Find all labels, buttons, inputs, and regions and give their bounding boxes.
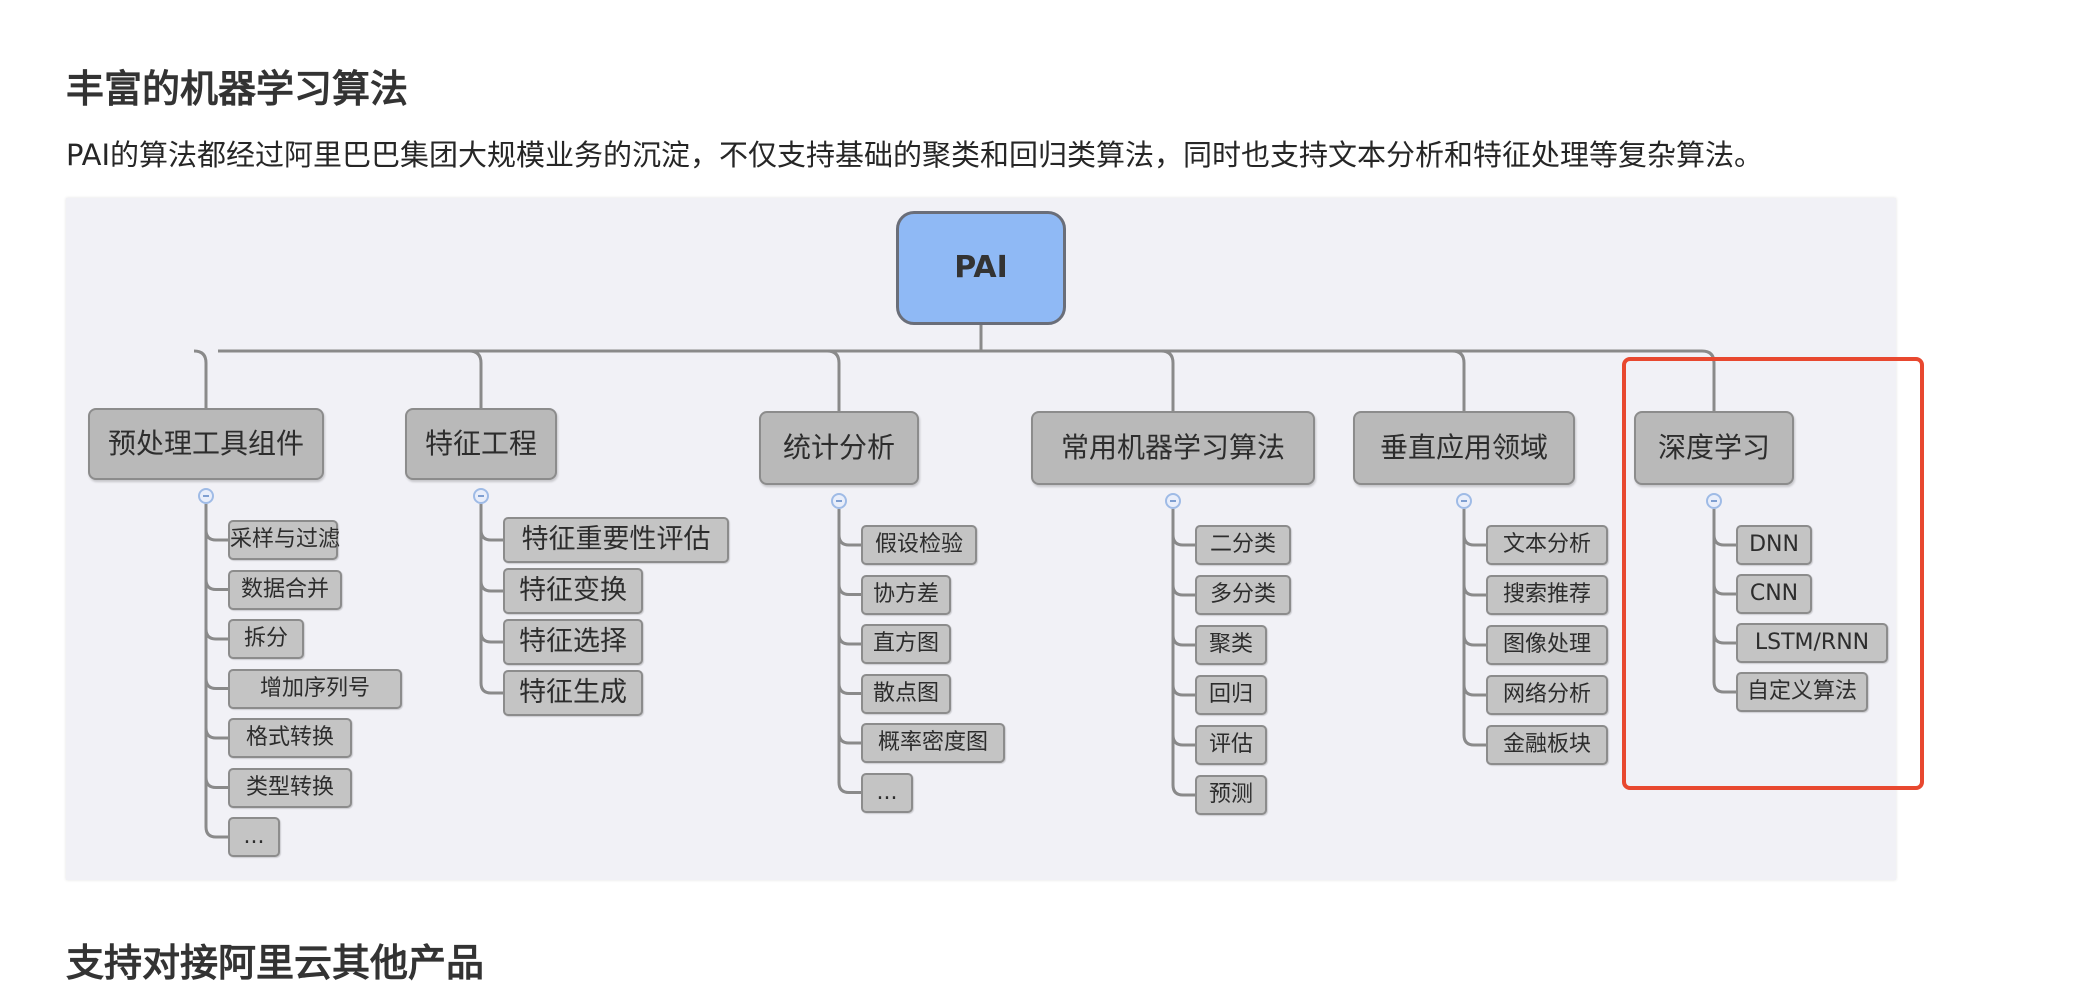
leaf-node: 概率密度图 xyxy=(861,723,1005,763)
leaf-node: 网络分析 xyxy=(1486,675,1608,715)
leaf-node: 文本分析 xyxy=(1486,525,1608,565)
category-node: 预处理工具组件 xyxy=(88,408,324,480)
leaf-node: 特征选择 xyxy=(503,619,643,665)
leaf-node: 数据合并 xyxy=(228,569,342,610)
leaf-node: 多分类 xyxy=(1195,575,1291,615)
leaf-node: 特征生成 xyxy=(503,670,643,716)
collapse-toggle-icon[interactable] xyxy=(1706,493,1722,509)
branch-connector xyxy=(826,349,841,411)
child-connector xyxy=(479,682,503,695)
section-description: PAI的算法都经过阿里巴巴集团大规模业务的沉淀，不仅支持基础的聚类和回归类算法，… xyxy=(66,138,1764,172)
child-connector xyxy=(1462,584,1486,597)
next-section-title: 支持对接阿里云其他产品 xyxy=(66,941,485,985)
child-connector xyxy=(204,678,228,690)
child-connector xyxy=(204,579,228,591)
child-connector xyxy=(204,777,228,789)
leaf-node: ... xyxy=(228,817,280,857)
leaf-node: 特征重要性评估 xyxy=(503,517,729,563)
child-connector xyxy=(479,580,503,593)
leaf-node: 图像处理 xyxy=(1486,625,1608,665)
child-connector xyxy=(204,529,228,542)
child-connector xyxy=(1462,684,1486,697)
child-connector xyxy=(204,826,228,839)
leaf-node: 自定义算法 xyxy=(1736,672,1868,712)
collapse-toggle-icon[interactable] xyxy=(198,488,214,504)
child-connector xyxy=(837,534,861,547)
category-node: 深度学习 xyxy=(1634,411,1794,485)
leaf-node: CNN xyxy=(1736,574,1812,614)
collapse-toggle-icon[interactable] xyxy=(473,488,489,504)
leaf-node: 预测 xyxy=(1195,775,1267,815)
child-connector xyxy=(204,628,228,641)
child-connector xyxy=(204,727,228,740)
child-connector xyxy=(837,633,861,646)
leaf-node: 金融板块 xyxy=(1486,725,1608,765)
leaf-node: 聚类 xyxy=(1195,625,1267,665)
child-connector xyxy=(1462,734,1486,747)
child-connector xyxy=(479,529,503,542)
leaf-node: 直方图 xyxy=(861,624,951,664)
leaf-node: 回归 xyxy=(1195,675,1267,715)
leaf-node: 搜索推荐 xyxy=(1486,575,1608,615)
leaf-node: 二分类 xyxy=(1195,525,1291,565)
collapse-toggle-icon[interactable] xyxy=(1165,493,1181,509)
child-connector xyxy=(837,584,861,596)
category-node: 特征工程 xyxy=(405,408,557,480)
leaf-node: DNN xyxy=(1736,525,1812,565)
highlight-box-deep-learning xyxy=(1622,357,1924,790)
child-connector xyxy=(1171,784,1195,797)
branch-connector xyxy=(1701,349,1716,411)
child-connector xyxy=(837,683,861,695)
root-node-pai: PAI xyxy=(896,211,1066,325)
child-connector xyxy=(1171,634,1195,647)
child-connector xyxy=(1171,684,1195,697)
collapse-toggle-icon[interactable] xyxy=(1456,493,1472,509)
leaf-node: 采样与过滤 xyxy=(228,520,340,560)
category-node: 垂直应用领域 xyxy=(1353,411,1575,485)
child-connector xyxy=(1171,534,1195,547)
child-connector xyxy=(1712,681,1736,694)
collapse-toggle-icon[interactable] xyxy=(831,493,847,509)
child-connector xyxy=(1712,583,1736,596)
branch-connector xyxy=(1451,349,1466,411)
branch-connector xyxy=(193,349,208,408)
child-connector xyxy=(1171,734,1195,747)
leaf-node: 增加序列号 xyxy=(228,668,402,709)
leaf-node: 类型转换 xyxy=(228,767,352,808)
child-connector xyxy=(1712,534,1736,547)
child-connector xyxy=(837,782,861,794)
branch-connector xyxy=(468,349,483,408)
leaf-node: 散点图 xyxy=(861,673,951,714)
category-node: 统计分析 xyxy=(759,411,919,485)
leaf-node: 协方差 xyxy=(861,574,951,615)
pai-algorithm-diagram: PAI 预处理工具组件采样与过滤数据合并拆分增加序列号格式转换类型转换... 特征… xyxy=(66,198,1896,880)
leaf-node: LSTM/RNN xyxy=(1736,623,1888,663)
category-node: 常用机器学习算法 xyxy=(1031,411,1315,485)
section-title: 丰富的机器学习算法 xyxy=(66,67,409,111)
child-connector xyxy=(1712,632,1736,645)
branch-connector xyxy=(1160,349,1175,411)
leaf-node: ... xyxy=(861,772,913,813)
child-connector xyxy=(837,732,861,745)
child-connector xyxy=(1462,634,1486,647)
leaf-node: 格式转换 xyxy=(228,718,352,758)
leaf-node: 特征变换 xyxy=(503,568,643,614)
leaf-node: 假设检验 xyxy=(861,525,977,565)
child-connector xyxy=(1462,534,1486,547)
connector-lines xyxy=(193,325,1736,839)
leaf-node: 拆分 xyxy=(228,619,304,659)
leaf-node: 评估 xyxy=(1195,725,1267,765)
child-connector xyxy=(479,631,503,644)
child-connector xyxy=(1171,584,1195,597)
